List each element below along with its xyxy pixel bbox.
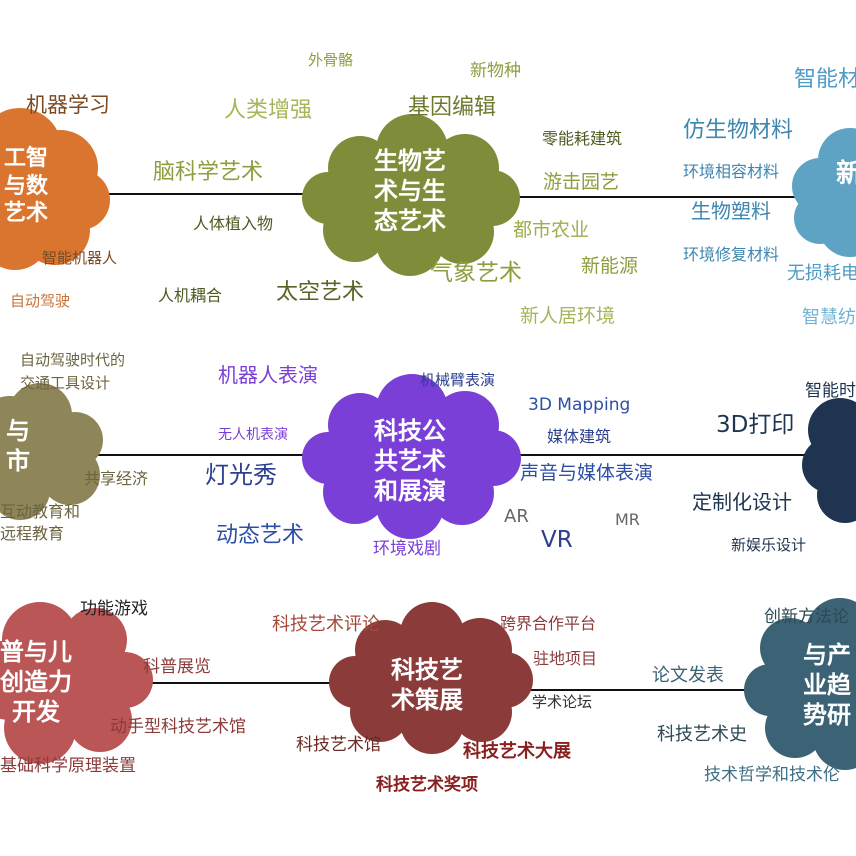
term-label: 新娱乐设计 [731, 536, 807, 554]
term-label: 都市农业 [513, 219, 590, 241]
term-label: 人机耦合 [158, 286, 223, 305]
term-label: 动手型科技艺术馆 [110, 717, 246, 737]
term-label: 零能耗建筑 [542, 129, 623, 148]
cloud-city-line-2: 市 [6, 447, 30, 475]
term-label: 智能材 [794, 67, 856, 92]
term-label: 人体植入物 [193, 214, 274, 233]
cloud-science-education [0, 602, 153, 764]
term-label: 环境戏剧 [373, 539, 441, 559]
term-label: 动态艺术 [216, 523, 305, 548]
cloud-ai-line-1: 工智 [3, 146, 48, 171]
term-label: 论文发表 [652, 665, 724, 686]
term-label: 智能机器人 [42, 249, 118, 267]
cloud-science-education-line-1: 普与儿 [0, 638, 72, 666]
cloud-ai [0, 108, 110, 270]
term-label: 人类增强 [224, 98, 313, 123]
term-label: 脑科学艺术 [153, 160, 264, 185]
term-label: 科技艺术奖项 [376, 775, 478, 795]
cloud-public-art-line-2: 共艺术 [374, 447, 446, 475]
term-label: 环境修复材料 [683, 245, 780, 264]
term-label: 气象艺术 [430, 260, 522, 286]
term-label: 无人机表演 [218, 427, 288, 443]
term-label: 声音与媒体表演 [520, 462, 654, 484]
cloud-material [792, 128, 856, 257]
term-label: 科普展览 [143, 657, 211, 677]
term-label: 技术哲学和技术伦 [704, 765, 840, 785]
term-label: 科技艺术大展 [463, 741, 571, 762]
cloud-industry-research [744, 598, 856, 770]
term-label: 生物塑料 [691, 199, 771, 223]
term-label: 机器人表演 [218, 363, 318, 387]
term-label: VR [541, 527, 573, 553]
cloud-science-education-line-3: 开发 [12, 698, 60, 726]
term-label: 基础科学原理装置 [0, 756, 136, 776]
term-label: 远程教育 [0, 524, 65, 543]
cloud-bio-label: 生物艺 术与生 态艺术 [360, 146, 460, 236]
term-label: 游击园艺 [543, 171, 620, 193]
term-label: 驻地项目 [533, 649, 598, 668]
cloud-bio-line-2: 术与生 [374, 177, 446, 205]
cloud-public-art-line-1: 科技公 [374, 417, 446, 445]
cloud-bio-line-1: 生物艺 [374, 147, 446, 175]
cloud-ai-label: 工智 与数 艺术 [0, 145, 64, 228]
cloud-public-art [302, 374, 521, 539]
cloud-industry-research-label: 与产 业趋 势研 [792, 640, 856, 730]
term-label: 跨界合作平台 [500, 614, 597, 633]
cloud-city [0, 383, 103, 520]
cloud-industry-research-line-1: 与产 [803, 641, 851, 669]
term-label: AR [504, 506, 529, 527]
term-label: 太空艺术 [276, 280, 365, 305]
cloud-smart-era [802, 398, 856, 523]
cloud-material-line-1: 新 [836, 159, 856, 189]
cloud-science-education-label: 普与儿 创造力 开发 [0, 637, 80, 727]
term-label: 科技艺术史 [657, 724, 747, 745]
term-label: 外骨骼 [308, 51, 354, 69]
term-label: 科技艺术评论 [272, 614, 380, 635]
term-label: 机械臂表演 [420, 371, 496, 389]
term-label: 科技艺术馆 [296, 735, 381, 755]
term-label: 功能游戏 [80, 599, 148, 619]
term-label: 机器学习 [26, 93, 110, 117]
term-label: 互动教育和 [0, 502, 81, 521]
term-label: 灯光秀 [205, 461, 277, 489]
cloud-ai-line-3: 艺术 [3, 201, 48, 226]
cloud-public-art-label: 科技公 共艺术 和展演 [360, 416, 460, 506]
cloud-material-label: 新 [836, 158, 856, 191]
cloud-science-education-line-2: 创造力 [0, 668, 72, 696]
term-label: 无损耗电 [787, 263, 856, 284]
term-label: 智能时 [805, 381, 856, 401]
term-label: 自动驾驶时代的 [20, 351, 126, 369]
term-label: 3D打印 [716, 412, 795, 438]
cloud-bio-line-3: 态艺术 [374, 207, 446, 235]
cloud-city-line-1: 与 [6, 417, 30, 445]
term-label: 仿生物材料 [683, 118, 794, 143]
term-label: MR [615, 510, 640, 529]
term-label: 学术论坛 [532, 693, 593, 711]
term-label: 创新方法论 [764, 607, 849, 627]
cloud-industry-research-line-2: 业趋 [803, 671, 851, 699]
term-label: 基因编辑 [408, 95, 497, 120]
term-label: 新人居环境 [520, 305, 616, 327]
term-label: 定制化设计 [692, 490, 792, 514]
term-label: 媒体建筑 [547, 427, 612, 446]
cloud-curation-label: 科技艺 术策展 [382, 655, 472, 715]
term-label: 智慧纺 [802, 307, 856, 328]
term-label: 环境相容材料 [683, 162, 780, 181]
term-label: 交通工具设计 [20, 374, 111, 392]
cloud-industry-research-line-3: 势研 [803, 701, 851, 729]
cloud-curation [329, 602, 533, 754]
cloud-ai-line-2: 与数 [3, 173, 48, 199]
term-label: 新能源 [581, 255, 639, 277]
cloud-curation-line-1: 科技艺 [391, 656, 463, 684]
term-label: 3D Mapping [528, 395, 631, 415]
cloud-city-label: 与 市 [0, 416, 38, 476]
cloud-public-art-line-3: 和展演 [374, 477, 446, 505]
term-label: 自动驾驶 [10, 292, 71, 310]
cloud-bio [302, 114, 520, 276]
term-label: 新物种 [470, 61, 521, 81]
term-label: 共享经济 [84, 469, 149, 488]
cloud-curation-line-2: 术策展 [391, 686, 463, 714]
